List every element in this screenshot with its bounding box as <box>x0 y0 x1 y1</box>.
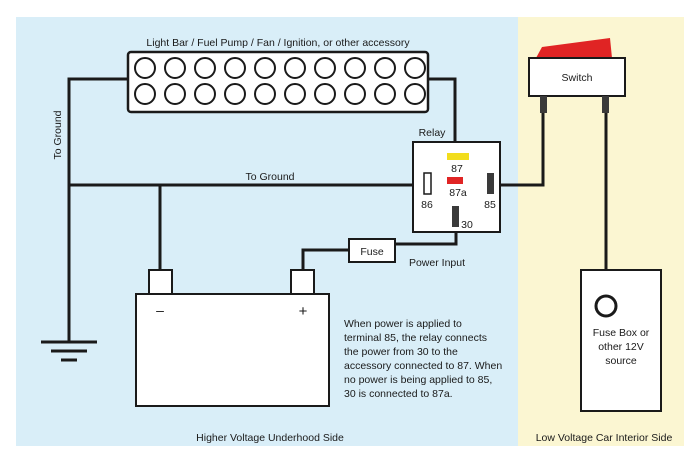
light-bar-led <box>194 83 216 105</box>
light-bar <box>126 50 430 114</box>
wires <box>67 77 608 342</box>
light-bar-leds <box>134 57 426 105</box>
light-bar-led <box>224 57 246 79</box>
wire-fuse-to-battery-positive <box>301 248 349 270</box>
note-line: terminal 85, the relay connects <box>344 332 487 344</box>
accessory-label: Light Bar / Fuel Pump / Fan / Ignition, … <box>146 37 410 49</box>
switch-terminal-right <box>602 96 609 113</box>
fuse-box-label-line2: other 12V <box>598 341 644 353</box>
relay-note: When power is applied to terminal 85, the… <box>344 318 502 400</box>
switch-body <box>528 57 626 97</box>
note-line: 30 is connected to 87a. <box>344 388 453 400</box>
note-line: the power from 30 to the <box>344 346 458 358</box>
light-bar-led <box>314 83 336 105</box>
wire-85-to-switch <box>500 112 545 187</box>
power-input-label: Power Input <box>409 257 465 269</box>
relay-pin-30 <box>452 206 459 227</box>
light-bar-led <box>284 83 306 105</box>
light-bar-led <box>224 83 246 105</box>
light-bar-led <box>404 83 426 105</box>
relay-pin-86 <box>423 172 432 195</box>
switch-label: Switch <box>562 72 593 84</box>
fuse-box-label-line3: source <box>605 355 637 367</box>
relay-pin-87 <box>447 153 469 160</box>
switch-terminal-left <box>540 96 547 113</box>
wire-30-to-fuse <box>395 232 458 246</box>
light-bar-led <box>134 57 156 79</box>
light-bar-led <box>254 83 276 105</box>
fuse-label: Fuse <box>360 246 384 258</box>
battery-body <box>135 293 330 407</box>
fuse-box-terminal <box>594 294 618 318</box>
fuse <box>348 238 396 263</box>
relay <box>412 141 501 233</box>
relay-label: Relay <box>419 127 447 139</box>
battery-plus-sign: + <box>299 303 308 320</box>
light-bar-led <box>164 83 186 105</box>
battery-negative-terminal <box>148 269 173 295</box>
note-line: accessory connected to 87. When <box>344 360 502 372</box>
wire-accessory-to-ground <box>67 77 128 342</box>
to-ground-horizontal-label: To Ground <box>245 171 294 183</box>
pin-87-label: 87 <box>451 163 463 175</box>
light-bar-led <box>344 83 366 105</box>
relay-pin-87a <box>447 177 463 184</box>
high-voltage-caption: Higher Voltage Underhood Side <box>196 432 344 444</box>
note-line: no power is being applied to 85, <box>344 374 492 386</box>
light-bar-led <box>314 57 336 79</box>
battery <box>135 269 330 407</box>
light-bar-led <box>374 57 396 79</box>
pin-30-label: 30 <box>461 219 473 231</box>
relay-pin-85 <box>487 173 494 194</box>
switch-rocker <box>536 38 612 58</box>
low-voltage-caption: Low Voltage Car Interior Side <box>536 432 673 444</box>
pin-86-label: 86 <box>421 199 433 211</box>
wire-accessory-to-87 <box>428 77 457 142</box>
light-bar-led <box>164 57 186 79</box>
note-line: When power is applied to <box>344 318 462 330</box>
switch <box>528 38 626 113</box>
to-ground-vertical-label: To Ground <box>52 110 64 159</box>
fuse-box-label-line1: Fuse Box or <box>593 327 650 339</box>
light-bar-led <box>374 83 396 105</box>
fuse-box-body <box>580 269 662 412</box>
battery-positive-terminal <box>290 269 315 295</box>
pin-87a-label: 87a <box>449 187 467 199</box>
ground-symbol <box>41 340 97 362</box>
light-bar-led <box>404 57 426 79</box>
fuse-box <box>580 269 662 412</box>
light-bar-led <box>284 57 306 79</box>
pin-85-label: 85 <box>484 199 496 211</box>
light-bar-led <box>254 57 276 79</box>
battery-minus-sign: – <box>156 302 164 318</box>
light-bar-led <box>134 83 156 105</box>
light-bar-led <box>344 57 366 79</box>
light-bar-led <box>194 57 216 79</box>
